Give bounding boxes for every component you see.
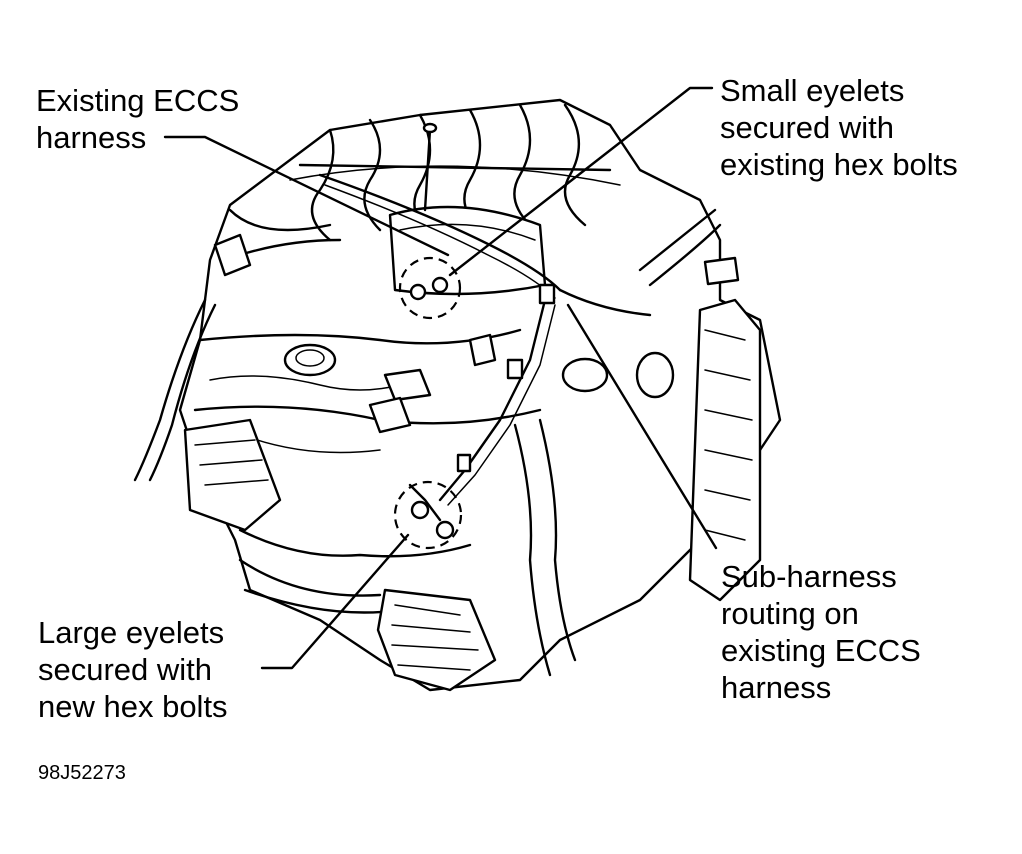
figure-code: 98J52273 — [38, 762, 126, 784]
engine-body — [133, 98, 782, 692]
leader-lines — [163, 86, 718, 670]
label-sub-harness: Sub-harness routing on existing ECCS har… — [721, 559, 921, 705]
leader-sub-harness — [566, 303, 718, 550]
small-eyelets-marker — [398, 256, 462, 320]
large-eyelets-marker — [393, 480, 463, 550]
label-large-eyelets: Large eyelets secured with new hex bolts — [38, 615, 228, 724]
leader-large-eyelets — [260, 533, 410, 670]
label-small-eyelets: Small eyelets secured with existing hex … — [720, 73, 958, 182]
leader-small-eyelets — [448, 86, 714, 277]
leader-existing-eccs — [163, 135, 450, 257]
label-existing-eccs-harness: Existing ECCS harness — [36, 83, 240, 155]
